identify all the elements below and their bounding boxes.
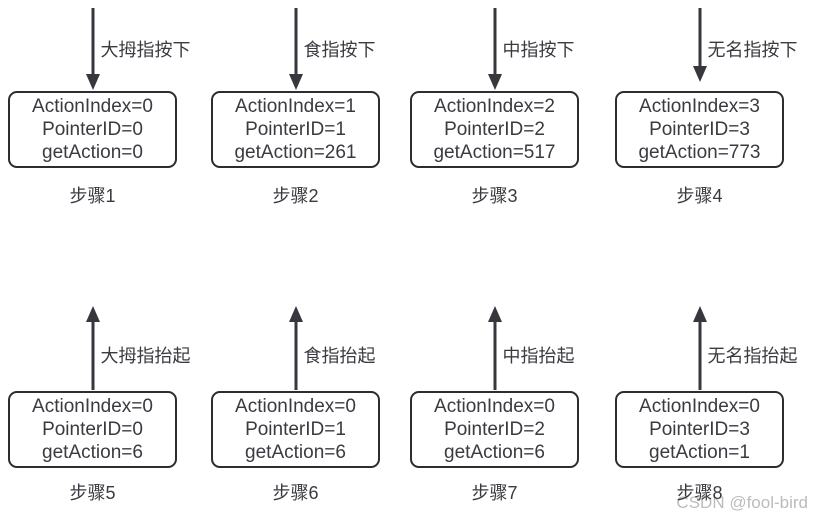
arrow-shaft <box>91 8 94 77</box>
arrow-head-down <box>85 74 100 90</box>
finger-action-label: 食指抬起 <box>303 346 376 366</box>
action-index-line: ActionIndex=0 <box>639 396 760 417</box>
arrow-shaft <box>493 8 496 77</box>
action-index-line: ActionIndex=3 <box>639 96 760 117</box>
pointer-id-line: PointerID=3 <box>649 119 750 140</box>
arrow-head-up <box>85 306 100 322</box>
down-arrow-icon: 无名指按下 <box>615 8 798 90</box>
up-arrow-icon: 中指抬起 <box>410 306 579 390</box>
finger-action-label: 无名指按下 <box>707 40 798 60</box>
get-action-line: getAction=261 <box>234 142 357 163</box>
motion-event-box: ActionIndex=3 PointerID=3 getAction=773 <box>615 91 784 168</box>
get-action-line: getAction=773 <box>638 142 761 163</box>
motion-event-box: ActionIndex=1 PointerID=1 getAction=261 <box>211 91 380 168</box>
finger-action-label: 无名指抬起 <box>707 346 798 366</box>
action-index-line: ActionIndex=0 <box>235 396 356 417</box>
arrow-shaft <box>698 8 701 69</box>
get-action-line: getAction=0 <box>42 142 143 163</box>
action-index-line: ActionIndex=2 <box>434 96 555 117</box>
step-label: 步骤2 <box>272 186 319 206</box>
action-index-line: ActionIndex=0 <box>32 396 153 417</box>
motion-event-box: ActionIndex=0 PointerID=3 getAction=1 <box>615 391 784 468</box>
step-cell-4: 无名指按下 ActionIndex=3 PointerID=3 getActio… <box>615 8 798 208</box>
arrow-head-up <box>692 306 707 322</box>
step-cell-7: 中指抬起 ActionIndex=0 PointerID=2 getAction… <box>410 306 579 505</box>
step-cell-3: 中指按下 ActionIndex=2 PointerID=2 getAction… <box>410 8 579 208</box>
arrow-shaft <box>493 319 496 390</box>
motion-event-box: ActionIndex=0 PointerID=2 getAction=6 <box>410 391 579 468</box>
get-action-line: getAction=517 <box>433 142 556 163</box>
finger-action-label: 大拇指按下 <box>100 40 191 60</box>
get-action-line: getAction=6 <box>42 442 143 463</box>
down-arrow-icon: 中指按下 <box>410 8 579 90</box>
step-label: 步骤7 <box>471 483 518 503</box>
pointer-id-line: PointerID=0 <box>42 119 143 140</box>
finger-action-label: 食指按下 <box>303 40 376 60</box>
step-cell-6: 食指抬起 ActionIndex=0 PointerID=1 getAction… <box>211 306 380 505</box>
arrow-shaft <box>91 319 94 390</box>
arrow-shaft <box>294 8 297 77</box>
step-label: 步骤5 <box>69 483 116 503</box>
motion-event-box: ActionIndex=0 PointerID=0 getAction=0 <box>8 91 177 168</box>
csdn-watermark: CSDN @fool-bird <box>676 493 808 512</box>
finger-action-label: 中指按下 <box>502 40 575 60</box>
motion-event-box: ActionIndex=0 PointerID=0 getAction=6 <box>8 391 177 468</box>
up-arrow-icon: 大拇指抬起 <box>8 306 191 390</box>
step-label: 步骤4 <box>676 186 723 206</box>
action-index-line: ActionIndex=0 <box>32 96 153 117</box>
down-arrow-icon: 大拇指按下 <box>8 8 191 90</box>
pointer-id-line: PointerID=1 <box>245 119 346 140</box>
step-cell-2: 食指按下 ActionIndex=1 PointerID=1 getAction… <box>211 8 380 208</box>
get-action-line: getAction=6 <box>245 442 346 463</box>
pointer-id-line: PointerID=2 <box>444 119 545 140</box>
pointer-id-line: PointerID=2 <box>444 419 545 440</box>
arrow-head-down <box>692 66 707 82</box>
step-label: 步骤3 <box>471 186 518 206</box>
get-action-line: getAction=1 <box>649 442 750 463</box>
step-label: 步骤6 <box>272 483 319 503</box>
arrow-shaft <box>294 319 297 390</box>
motion-event-box: ActionIndex=2 PointerID=2 getAction=517 <box>410 91 579 168</box>
action-index-line: ActionIndex=0 <box>434 396 555 417</box>
pointer-id-line: PointerID=3 <box>649 419 750 440</box>
down-arrow-icon: 食指按下 <box>211 8 380 90</box>
arrow-shaft <box>698 319 701 390</box>
up-arrow-icon: 食指抬起 <box>211 306 380 390</box>
arrow-head-down <box>288 74 303 90</box>
step-label: 步骤8 <box>676 483 723 503</box>
arrow-head-up <box>487 306 502 322</box>
step-cell-8: 无名指抬起 ActionIndex=0 PointerID=3 getActio… <box>615 306 798 505</box>
pointer-id-line: PointerID=1 <box>245 419 346 440</box>
step-cell-5: 大拇指抬起 ActionIndex=0 PointerID=0 getActio… <box>8 306 191 505</box>
arrow-head-down <box>487 74 502 90</box>
pointer-id-line: PointerID=0 <box>42 419 143 440</box>
step-label: 步骤1 <box>69 186 116 206</box>
finger-action-label: 大拇指抬起 <box>100 346 191 366</box>
action-index-line: ActionIndex=1 <box>235 96 356 117</box>
step-cell-1: 大拇指按下 ActionIndex=0 PointerID=0 getActio… <box>8 8 191 208</box>
up-arrow-icon: 无名指抬起 <box>615 306 798 390</box>
arrow-head-up <box>288 306 303 322</box>
get-action-line: getAction=6 <box>444 442 545 463</box>
motion-event-box: ActionIndex=0 PointerID=1 getAction=6 <box>211 391 380 468</box>
finger-action-label: 中指抬起 <box>502 346 575 366</box>
